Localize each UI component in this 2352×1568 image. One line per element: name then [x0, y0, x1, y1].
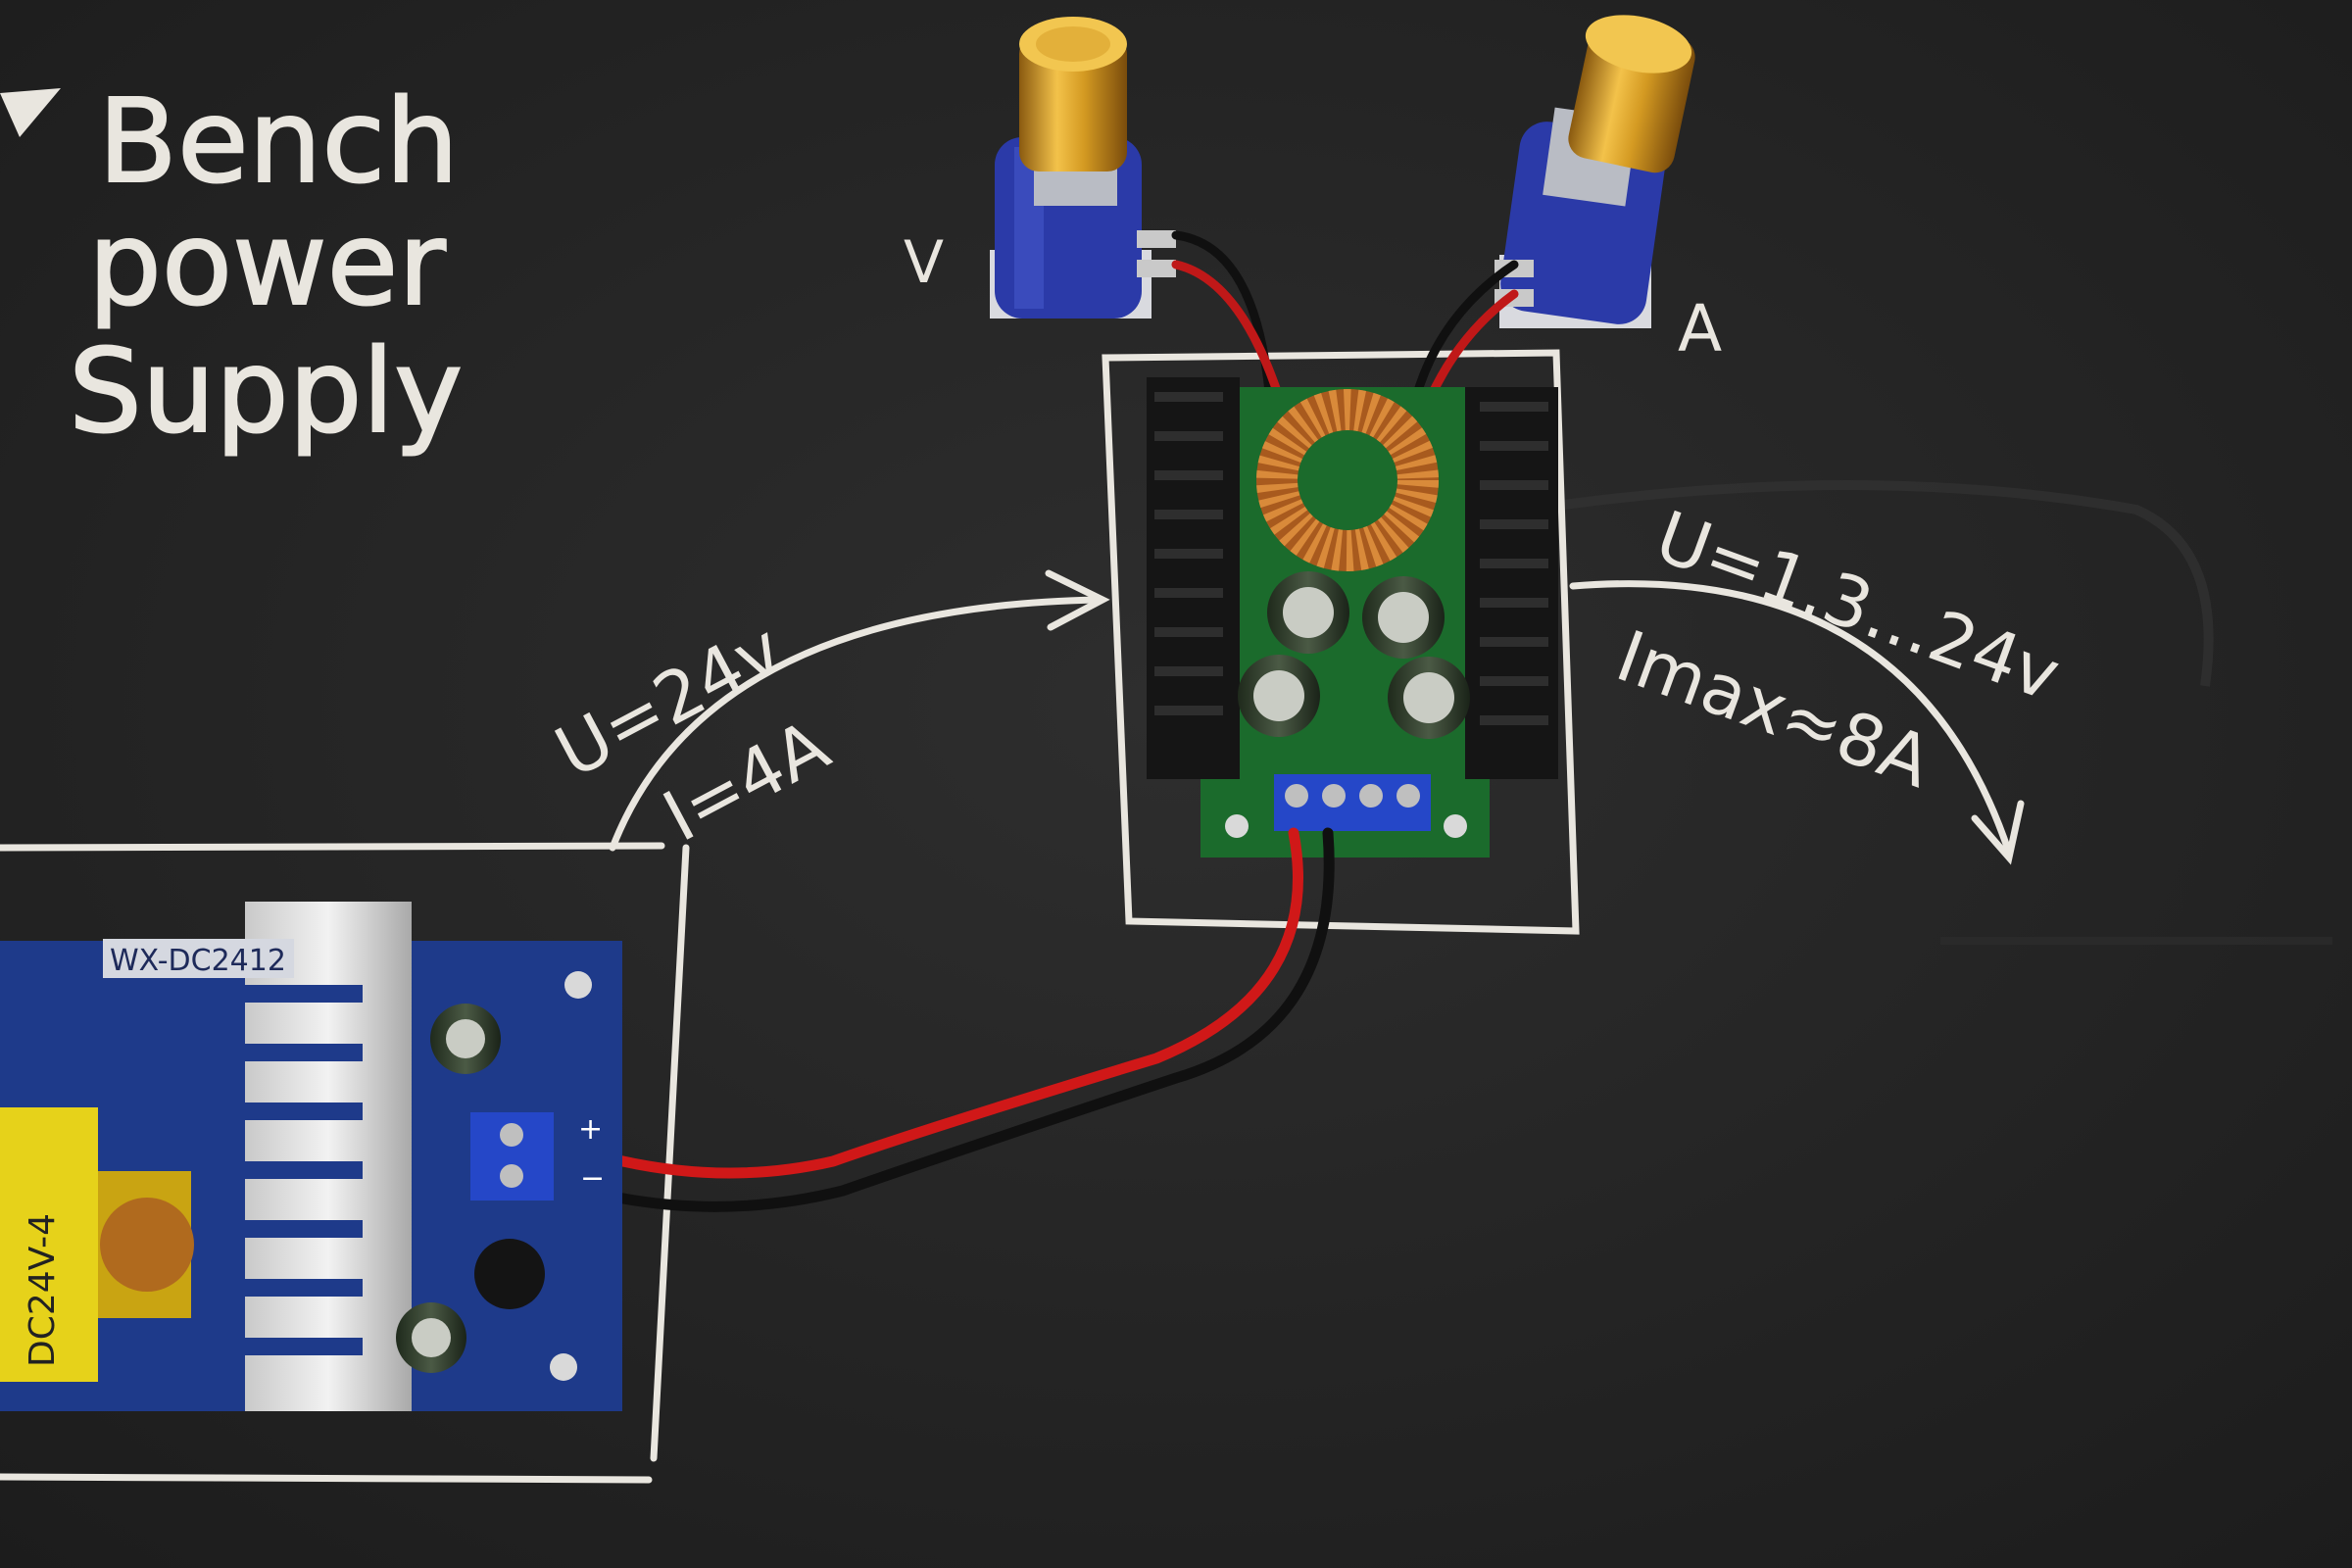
converter-capacitors	[1238, 571, 1470, 739]
chalk-title: Bench power Supply	[0, 73, 464, 460]
ac-dc-psu-module: WX-DC2412 DC24V-4 + −	[0, 902, 622, 1411]
psu-model-label: WX-DC2412	[110, 944, 286, 978]
chalk-arrow-mark	[0, 88, 61, 137]
converter-frame	[1102, 349, 1580, 935]
output-arrow	[1569, 580, 2013, 857]
title-line-3: Supply	[69, 323, 463, 459]
output-arrow-head	[1971, 800, 2025, 865]
psu-frame-line	[0, 842, 665, 852]
dc-dc-converter	[1147, 377, 1558, 858]
chalk-diagram	[0, 349, 2025, 1484]
input-arrow	[609, 596, 1102, 852]
input-arrow-head	[1045, 569, 1110, 631]
psu-frame-line	[0, 1473, 653, 1484]
title-line-1: Bench	[98, 74, 459, 209]
pot-wires	[1171, 230, 1519, 402]
converter-terminal-block	[1274, 774, 1431, 831]
wire-red	[563, 827, 1303, 1179]
psu-minus-label: −	[580, 1161, 605, 1196]
psu-transformer: DC24V-4	[0, 1107, 194, 1382]
chalk-smudge	[1528, 480, 2214, 687]
converter-heatsink-right	[1465, 387, 1558, 779]
wire-black	[563, 827, 1335, 1212]
psu-plus-label: +	[578, 1112, 603, 1147]
psu-transformer-label: DC24V-4	[23, 1213, 63, 1367]
voltage-potentiometer	[990, 17, 1176, 318]
psu-capacitors	[396, 1004, 545, 1373]
converter-heatsink-left	[1147, 377, 1240, 779]
supply-wires	[563, 827, 1335, 1212]
knob-label-v: V	[904, 228, 944, 297]
psu-output-terminal: + −	[470, 1112, 605, 1200]
psu-frame-line	[650, 844, 690, 1462]
psu-heatsink	[245, 902, 412, 1411]
title-line-2: power	[88, 196, 446, 331]
current-potentiometer	[1494, 15, 1695, 328]
knob-label-a: A	[1678, 291, 1722, 367]
toroid-inductor	[1256, 389, 1439, 571]
